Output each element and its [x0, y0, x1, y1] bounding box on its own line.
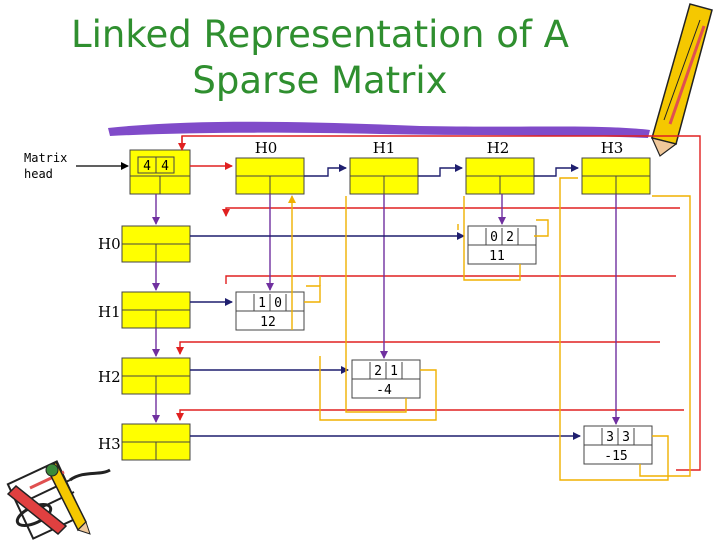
entry-1-row: 1 [258, 296, 266, 311]
entry-node-3 [583, 425, 653, 465]
entry-1-col: 0 [274, 296, 282, 311]
row-header-label-2: H2 [98, 368, 121, 386]
brush-stroke-decoration [108, 121, 650, 138]
down-links [152, 194, 620, 425]
slide-title: Linked Representation of A Sparse Matrix [40, 12, 600, 104]
column-header-nodes [235, 157, 651, 195]
entry-1-value: 12 [260, 315, 276, 330]
notepad-icon [6, 460, 111, 540]
entry-0-value: 11 [489, 249, 505, 264]
row-header-label-3: H3 [98, 435, 121, 453]
entry-3-col: 3 [622, 430, 630, 445]
row-header-nodes [121, 225, 191, 461]
entry-3-value: -15 [604, 449, 627, 464]
entry-0-col: 2 [506, 230, 514, 245]
column-header-label-0: H0 [255, 139, 278, 157]
matrix-head-label: Matrix head [24, 151, 68, 181]
back-links [288, 177, 691, 481]
entry-2-value: -4 [376, 383, 392, 398]
entry-node-0 [467, 225, 537, 265]
matrix-head-node [129, 149, 191, 195]
column-header-label-3: H3 [601, 139, 624, 157]
row-header-label-1: H1 [98, 303, 121, 321]
column-header-label-1: H1 [373, 139, 396, 157]
head-links [176, 135, 701, 471]
entry-2-col: 1 [390, 364, 398, 379]
head-node-cols: 4 [161, 159, 169, 174]
head-node-rows: 4 [143, 159, 151, 174]
column-header-label-2: H2 [487, 139, 510, 157]
entry-node-2 [351, 359, 421, 399]
pencil-icon [650, 3, 713, 157]
right-links [190, 164, 581, 440]
entry-2-row: 2 [374, 364, 382, 379]
entry-3-row: 3 [606, 430, 614, 445]
entry-0-row: 0 [490, 230, 498, 245]
title-line-1: Linked Representation of A [71, 13, 569, 56]
title-line-2: Sparse Matrix [192, 59, 448, 102]
row-header-label-0: H0 [98, 235, 121, 253]
